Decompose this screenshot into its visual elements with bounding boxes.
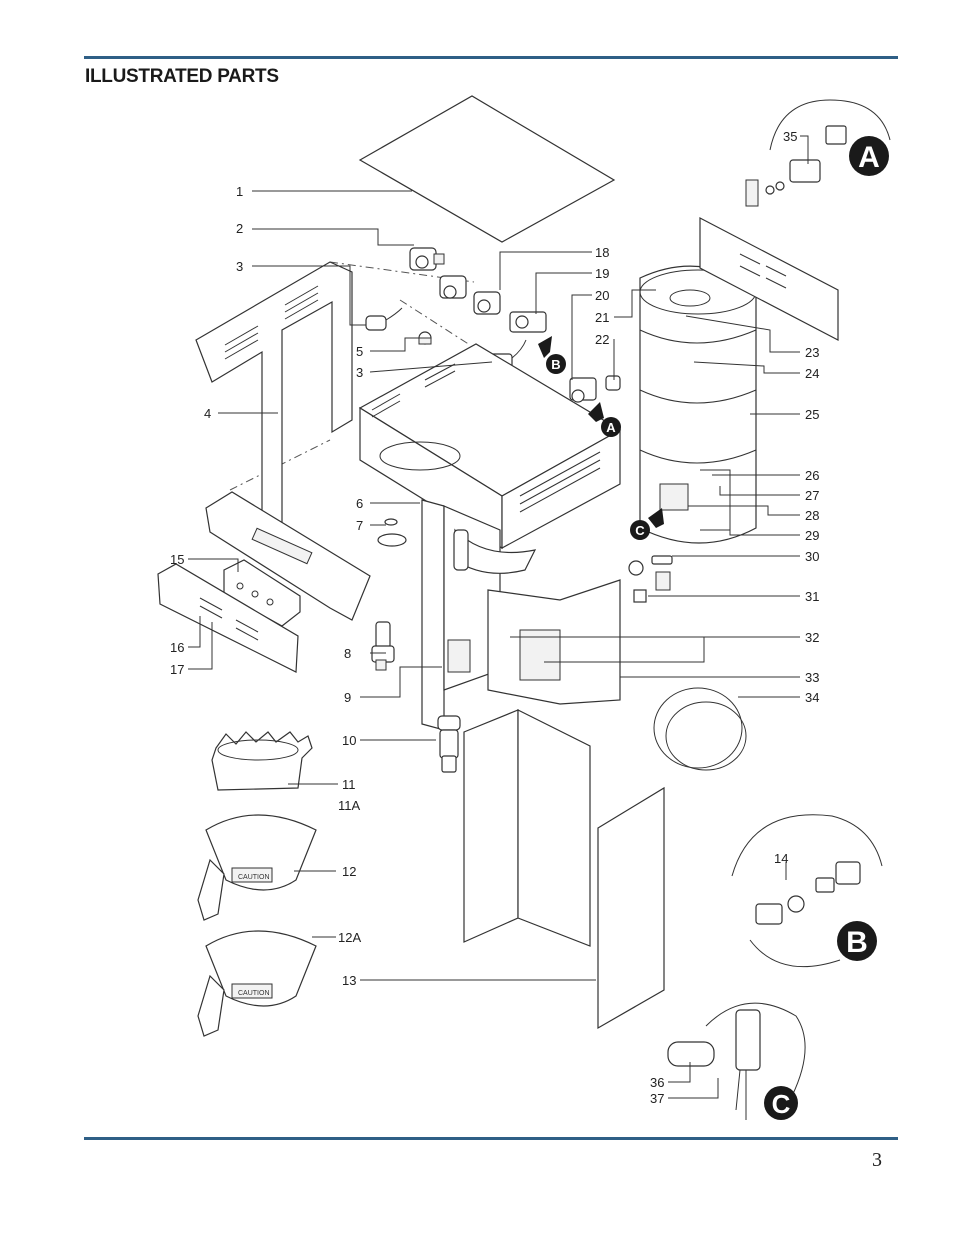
arrow-a-indicator bbox=[588, 402, 604, 422]
callout-29: 29 bbox=[805, 528, 819, 543]
callout-3-lower: 3 bbox=[356, 365, 363, 380]
leader-lines bbox=[188, 135, 809, 1099]
fitting-22 bbox=[605, 375, 621, 391]
brew-funnel: CAUTION bbox=[197, 814, 317, 921]
callout-17: 17 bbox=[170, 662, 184, 677]
hood-housing bbox=[195, 261, 353, 562]
callout-13: 13 bbox=[342, 973, 356, 988]
callout-12: 12 bbox=[342, 864, 356, 879]
callout-9: 9 bbox=[344, 690, 351, 705]
main-body-frame bbox=[358, 343, 622, 731]
callout-21: 21 bbox=[595, 310, 609, 325]
callout-12a: 12A bbox=[338, 930, 361, 945]
caution-label: CAUTION bbox=[238, 874, 270, 881]
svg-text:C: C bbox=[635, 523, 645, 538]
callout-25: 25 bbox=[805, 407, 819, 422]
float-switch bbox=[365, 307, 403, 331]
callout-26: 26 bbox=[805, 468, 819, 483]
callout-30: 30 bbox=[805, 549, 819, 564]
front-panel bbox=[205, 491, 371, 621]
dual-solenoid-valves bbox=[439, 275, 501, 315]
svg-text:B: B bbox=[846, 926, 868, 959]
inlet-valve bbox=[409, 247, 445, 271]
svg-text:A: A bbox=[858, 141, 880, 174]
callout-33: 33 bbox=[805, 670, 819, 685]
faucet bbox=[371, 621, 395, 671]
spray-gasket bbox=[384, 518, 398, 526]
detail-a-callout bbox=[745, 99, 891, 207]
callout-7: 7 bbox=[356, 518, 363, 533]
callout-23: 23 bbox=[805, 345, 819, 360]
callout-24: 24 bbox=[805, 366, 819, 381]
callout-31: 31 bbox=[805, 589, 819, 604]
callout-35: 35 bbox=[783, 129, 797, 144]
callout-1: 1 bbox=[236, 184, 243, 199]
detail-badge-c-small: C bbox=[630, 520, 650, 540]
bypass-valve bbox=[509, 311, 547, 333]
callout-22: 22 bbox=[595, 332, 609, 347]
detail-badge-a-small: A bbox=[601, 417, 621, 437]
detail-badge-a-large: A bbox=[849, 136, 889, 176]
svg-text:B: B bbox=[551, 357, 560, 372]
switch-31 bbox=[633, 571, 671, 603]
callout-6: 6 bbox=[356, 496, 363, 511]
callout-5: 5 bbox=[356, 344, 363, 359]
callout-4: 4 bbox=[204, 406, 211, 421]
caution-label-alt: CAUTION bbox=[238, 990, 270, 997]
callout-2: 2 bbox=[236, 221, 243, 236]
membrane-label bbox=[157, 563, 299, 673]
tank-back-panel bbox=[699, 217, 839, 341]
callout-37: 37 bbox=[650, 1091, 664, 1106]
hose-coil bbox=[653, 687, 747, 771]
callout-32: 32 bbox=[805, 630, 819, 645]
callout-28: 28 bbox=[805, 508, 819, 523]
page-title: ILLUSTRATED PARTS bbox=[85, 66, 279, 87]
brew-funnel-alt: CAUTION bbox=[197, 930, 317, 1037]
svg-text:C: C bbox=[772, 1089, 791, 1119]
callout-11: 11 bbox=[342, 777, 356, 792]
footer-rule bbox=[84, 1137, 898, 1140]
header-rule bbox=[84, 56, 898, 59]
callout-36: 36 bbox=[650, 1075, 664, 1090]
page-number: 3 bbox=[872, 1149, 882, 1171]
thermostat-30 bbox=[628, 555, 673, 576]
thermostat-knob bbox=[418, 331, 432, 345]
detail-badge-b-small: B bbox=[546, 354, 566, 374]
detail-c-callout bbox=[667, 1002, 806, 1120]
lid-panel bbox=[358, 95, 616, 243]
detail-b-callout bbox=[731, 814, 883, 968]
callout-3-upper: 3 bbox=[236, 259, 243, 274]
paper-filter bbox=[211, 731, 313, 791]
arrow-b-indicator bbox=[538, 336, 552, 358]
callout-14: 14 bbox=[774, 851, 788, 866]
callout-20: 20 bbox=[595, 288, 609, 303]
hot-water-tank bbox=[639, 265, 757, 544]
side-panels bbox=[463, 709, 665, 1030]
detail-badge-b-large: B bbox=[837, 921, 877, 961]
arrow-c-indicator bbox=[648, 508, 664, 528]
sprayhead bbox=[377, 533, 407, 547]
svg-text:A: A bbox=[606, 420, 616, 435]
detail-badge-c-large: C bbox=[764, 1086, 798, 1120]
callout-11a: 11A bbox=[338, 798, 360, 813]
callout-15: 15 bbox=[170, 552, 184, 567]
callout-19: 19 bbox=[595, 266, 609, 281]
solenoid-valve-20 bbox=[569, 377, 597, 403]
callout-27: 27 bbox=[805, 488, 819, 503]
callout-8: 8 bbox=[344, 646, 351, 661]
leg bbox=[437, 715, 461, 773]
callout-34: 34 bbox=[805, 690, 819, 705]
callout-18: 18 bbox=[595, 245, 609, 260]
callout-16: 16 bbox=[170, 640, 184, 655]
callout-10: 10 bbox=[342, 733, 356, 748]
